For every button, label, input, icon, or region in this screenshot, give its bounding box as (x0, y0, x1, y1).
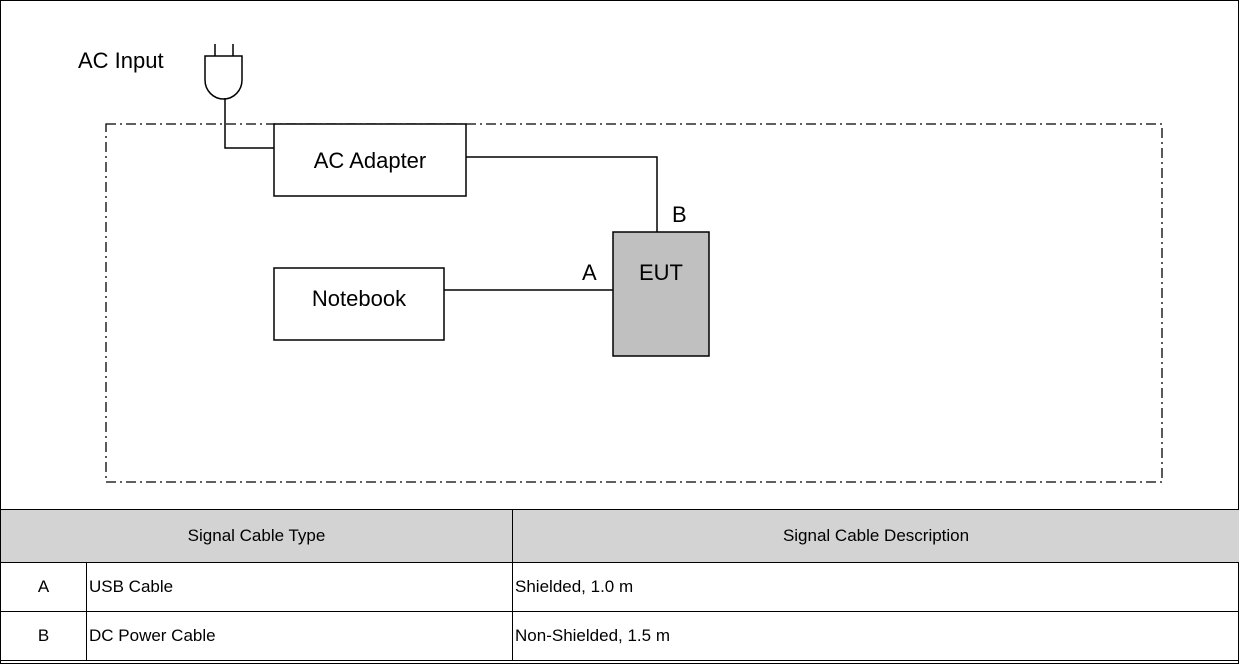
row-cable-description: Shielded, 1.0 m (512, 562, 1239, 612)
cable-a-marker: A (582, 260, 597, 285)
eut-box (612, 231, 710, 357)
table-header-row: Signal Cable Type Signal Cable Descripti… (0, 509, 1239, 563)
ac-power-cable (224, 98, 274, 149)
row-cable-type: DC Power Cable (85, 611, 514, 661)
test-area-boundary (105, 123, 1163, 483)
ac-input-label: AC Input (78, 48, 164, 73)
eut-label: EUT (639, 260, 683, 285)
row-id: B (0, 611, 87, 661)
row-cable-description: Non-Shielded, 1.5 m (512, 611, 1239, 661)
table-row: B DC Power Cable Non-Shielded, 1.5 m (0, 611, 1239, 661)
notebook-label: Notebook (311, 286, 407, 311)
setup-diagram (105, 44, 1163, 483)
cable-b-line (466, 156, 658, 232)
table-row: A USB Cable Shielded, 1.0 m (0, 562, 1239, 612)
row-id: A (0, 562, 87, 612)
signal-cable-table: Signal Cable Type Signal Cable Descripti… (0, 509, 1239, 661)
ac-adapter-box (273, 123, 467, 197)
cable-b-marker: B (672, 202, 687, 227)
header-signal-cable-type: Signal Cable Type (0, 509, 514, 563)
notebook-box (273, 267, 445, 341)
header-signal-cable-description: Signal Cable Description (512, 509, 1239, 563)
row-cable-type: USB Cable (85, 562, 514, 612)
ac-plug-icon (204, 44, 243, 100)
ac-adapter-label: AC Adapter (313, 148, 427, 173)
